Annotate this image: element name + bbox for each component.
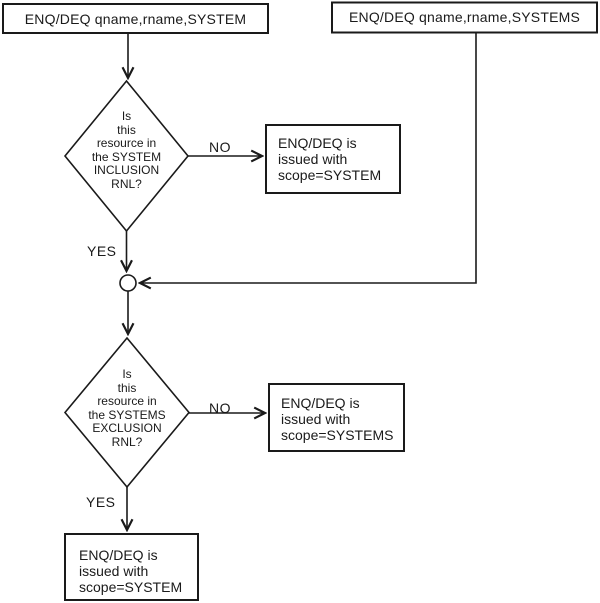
result-scope-system-label-2: ENQ/DEQ is issued with scope=SYSTEM bbox=[79, 547, 183, 595]
start-system-label: ENQ/DEQ qname,rname,SYSTEM bbox=[24, 10, 247, 27]
exclusion-decision-label: Is this resource in the SYSTEMS EXCLUSIO… bbox=[88, 367, 166, 449]
junction-circle bbox=[119, 274, 137, 292]
result-scope-system-box-1 bbox=[265, 124, 401, 194]
inclusion-no-label: NO bbox=[209, 139, 231, 155]
start-system-box bbox=[2, 3, 269, 34]
inclusion-decision-label: Is this resource in the SYSTEM INCLUSION… bbox=[91, 109, 162, 191]
exclusion-yes-label: YES bbox=[86, 494, 116, 510]
inclusion-yes-label: YES bbox=[87, 243, 117, 259]
inclusion-decision-diamond bbox=[63, 79, 190, 233]
arrow-start-systems-to-junction bbox=[140, 33, 477, 283]
exclusion-no-label: NO bbox=[209, 400, 231, 416]
result-scope-system-label-1: ENQ/DEQ is issued with scope=SYSTEM bbox=[278, 135, 382, 183]
result-scope-system-box-2 bbox=[64, 533, 199, 601]
start-systems-box bbox=[331, 1, 598, 34]
result-scope-systems-label: ENQ/DEQ is issued with scope=SYSTEMS bbox=[281, 395, 394, 443]
start-systems-label: ENQ/DEQ qname,rname,SYSTEMS bbox=[348, 9, 581, 25]
exclusion-decision-diamond bbox=[63, 336, 191, 489]
result-scope-systems-box bbox=[268, 383, 405, 452]
